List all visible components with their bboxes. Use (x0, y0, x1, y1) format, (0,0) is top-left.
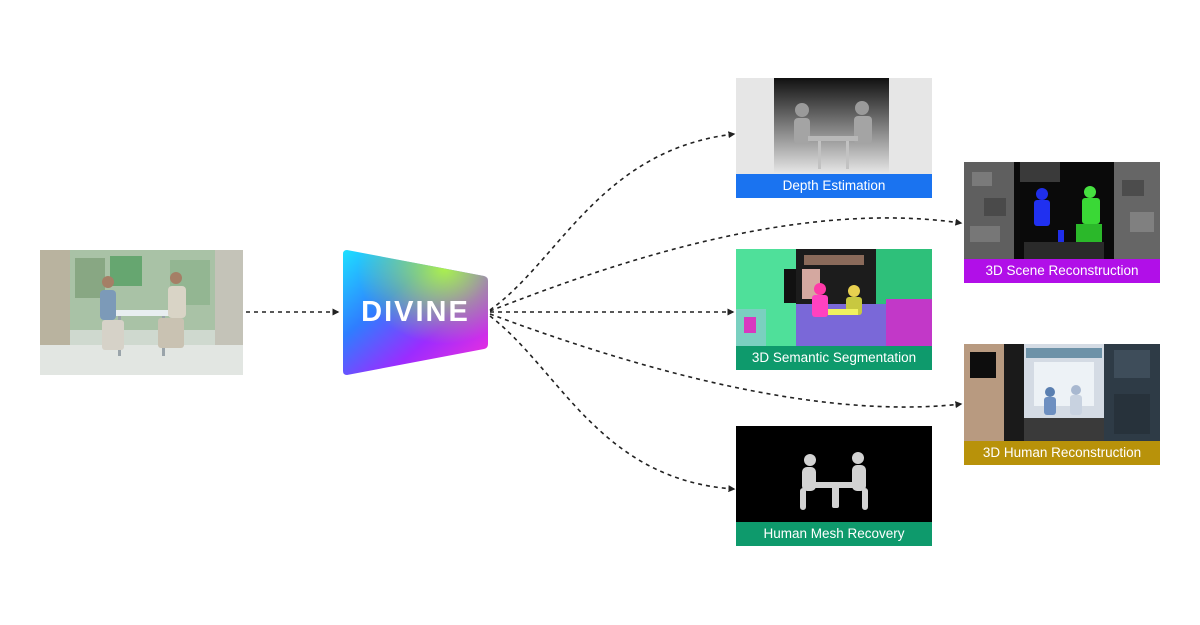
caption-semantic: 3D Semantic Segmentation (736, 346, 932, 370)
arrow-to-mesh (490, 316, 734, 489)
arrow-to-depth (490, 134, 734, 310)
caption-mesh: Human Mesh Recovery (736, 522, 932, 546)
output-3d-semantic-segmentation: 3D Semantic Segmentation (736, 249, 932, 370)
caption-scene: 3D Scene Reconstruction (964, 259, 1160, 283)
output-3d-scene-reconstruction: 3D Scene Reconstruction (964, 162, 1160, 283)
output-human-mesh-recovery: Human Mesh Recovery (736, 426, 932, 546)
output-depth-estimation: Depth Estimation (736, 78, 932, 198)
output-3d-human-reconstruction: 3D Human Reconstruction (964, 344, 1160, 465)
caption-human: 3D Human Reconstruction (964, 441, 1160, 465)
input-video-frame (40, 250, 243, 375)
divine-model-block: DIVINE (343, 250, 488, 375)
divine-label: DIVINE (343, 250, 488, 375)
caption-depth: Depth Estimation (736, 174, 932, 198)
